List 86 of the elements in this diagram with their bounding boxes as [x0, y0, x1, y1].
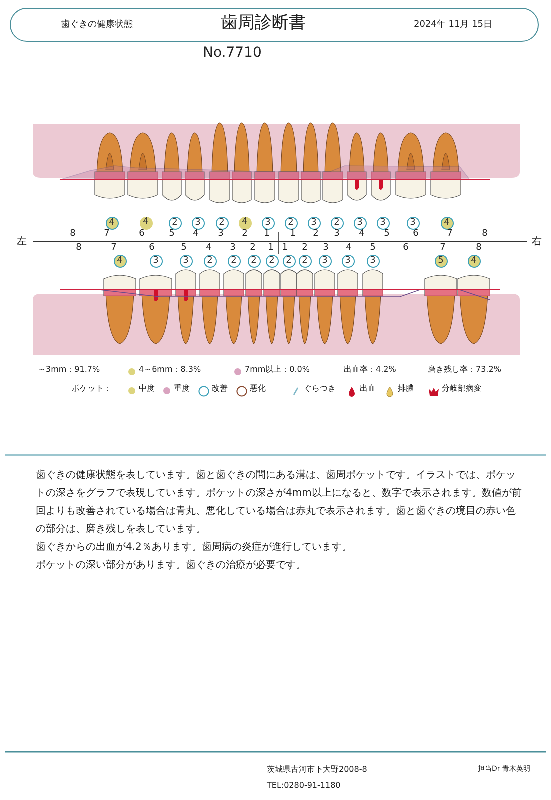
tooth-number: 1	[290, 230, 296, 240]
tooth-number: 3	[230, 244, 236, 254]
tooth-number: 2	[313, 230, 319, 240]
tooth-number: 6	[403, 244, 409, 254]
pocket-depth: 2	[284, 216, 298, 230]
pocket-depth: 4	[106, 216, 118, 230]
tooth-number: 5	[370, 244, 376, 254]
tooth-number: 6	[413, 230, 419, 240]
tooth-number: 5	[181, 244, 187, 254]
pocket-depth: 3	[150, 254, 162, 268]
tooth-number: 4	[193, 230, 199, 240]
pocket-depth: 2	[216, 216, 228, 230]
pocket-depth: 3	[354, 216, 366, 230]
tooth-number: 1	[282, 244, 288, 254]
pocket-depth: 2	[204, 254, 216, 268]
pocket-depth: 3	[318, 254, 332, 268]
pocket-depth: 3	[180, 254, 192, 268]
tooth-number: 4	[206, 244, 212, 254]
date-text: 2024年 11月 15日	[414, 21, 493, 31]
description-text: 歯ぐきの健康状態を表しています。歯と歯ぐきの間にある溝は、歯周ポケットです。イラストでは、ポケットの深さをグラフで表現しています。ポケットの深さが4mm以上になると、数字で表示されます。数値が前回よりも改善されている場合は青丸、悪化している場合は赤丸で表示されます。歯と歯ぐきの境目の赤い色の部分は、磨き残しを表しています。	[36, 468, 522, 537]
tooth-number: 7	[440, 244, 446, 254]
tooth-number: 6	[149, 244, 155, 254]
tooth-number: 5	[384, 230, 390, 240]
tooth-number: 2	[242, 230, 248, 240]
tooth-number: 2	[302, 244, 308, 254]
tooth-number: 3	[218, 230, 224, 240]
tooth-number: 7	[104, 230, 110, 240]
legend-heading: ポケット：	[72, 385, 112, 394]
legend-label: 7mm以上：0.0%	[245, 366, 310, 375]
legend-label: ぐらつき	[304, 385, 336, 394]
tooth-number: 3	[334, 230, 340, 240]
tooth-number: 8	[476, 244, 482, 254]
pocket-depth: 2	[228, 254, 240, 268]
pocket-depth: 3	[192, 216, 204, 230]
pocket-depth: 3	[376, 216, 390, 230]
document-title: 歯周診断書	[221, 14, 306, 33]
pocket-depth: 5	[434, 254, 448, 268]
side-label: 右	[532, 236, 542, 248]
legend-label: 重度	[174, 385, 190, 394]
legend-label: 悪化	[250, 385, 266, 394]
description-text: 歯ぐきからの出血が4.2％あります。歯周病の炎症が進行しています。	[36, 540, 353, 555]
pocket-depth: 3	[342, 254, 354, 268]
phone-text: TEL:0280-91-1180	[267, 782, 341, 791]
legend-label: 4～6mm：8.3%	[139, 366, 202, 375]
description-text: ポケットの深い部分があります。歯ぐきの治療が必要です。	[36, 558, 307, 573]
legend-label: 出血	[360, 385, 376, 394]
tooth-number: 4	[359, 230, 365, 240]
pocket-depth: 4	[440, 216, 454, 230]
side-label: 左	[17, 236, 27, 248]
address-text: 茨城県古河市下大野2008-8	[267, 766, 368, 775]
pocket-depth: 2	[298, 254, 312, 268]
pocket-depth: 4	[468, 254, 480, 268]
stat-text: 出血率：4.2%	[344, 366, 396, 375]
tooth-number: 1	[268, 244, 274, 254]
pocket-depth: 2	[266, 254, 278, 268]
legend-label: 中度	[139, 385, 155, 394]
legend-label: 排膿	[398, 385, 414, 394]
tooth-number: 4	[346, 244, 352, 254]
subtitle: 歯ぐきの健康状態	[61, 21, 133, 31]
stat-text: 磨き残し率：73.2%	[428, 366, 502, 375]
pocket-depth: 3	[406, 216, 420, 230]
pocket-depth: 2	[168, 216, 182, 230]
tooth-number: 6	[139, 230, 145, 240]
tooth-number: 8	[70, 230, 76, 240]
header-banner	[10, 8, 539, 42]
tooth-number: 3	[323, 244, 329, 254]
pocket-depth: 3	[366, 254, 380, 268]
document-number: No.7710	[203, 46, 262, 62]
pocket-depth: 2	[248, 254, 260, 268]
pocket-depth: 4	[114, 254, 126, 268]
pocket-depth: 4	[238, 216, 252, 230]
tooth-number: 7	[111, 244, 117, 254]
tooth-number: 5	[169, 230, 175, 240]
pocket-depth: 3	[262, 216, 274, 230]
tooth-number: 8	[482, 230, 488, 240]
tooth-number: 1	[264, 230, 270, 240]
pocket-depth: 3	[308, 216, 320, 230]
pocket-depth: 2	[330, 216, 344, 230]
tooth-number: 2	[250, 244, 256, 254]
pocket-depth: 2	[282, 254, 296, 268]
tooth-number: 7	[447, 230, 453, 240]
pocket-depth: 4	[140, 216, 152, 230]
tooth-number: 8	[76, 244, 82, 254]
stat-text: ～3mm：91.7%	[38, 366, 100, 375]
legend-label: 改善	[212, 385, 228, 394]
legend-label: 分岐部病変	[442, 385, 482, 394]
